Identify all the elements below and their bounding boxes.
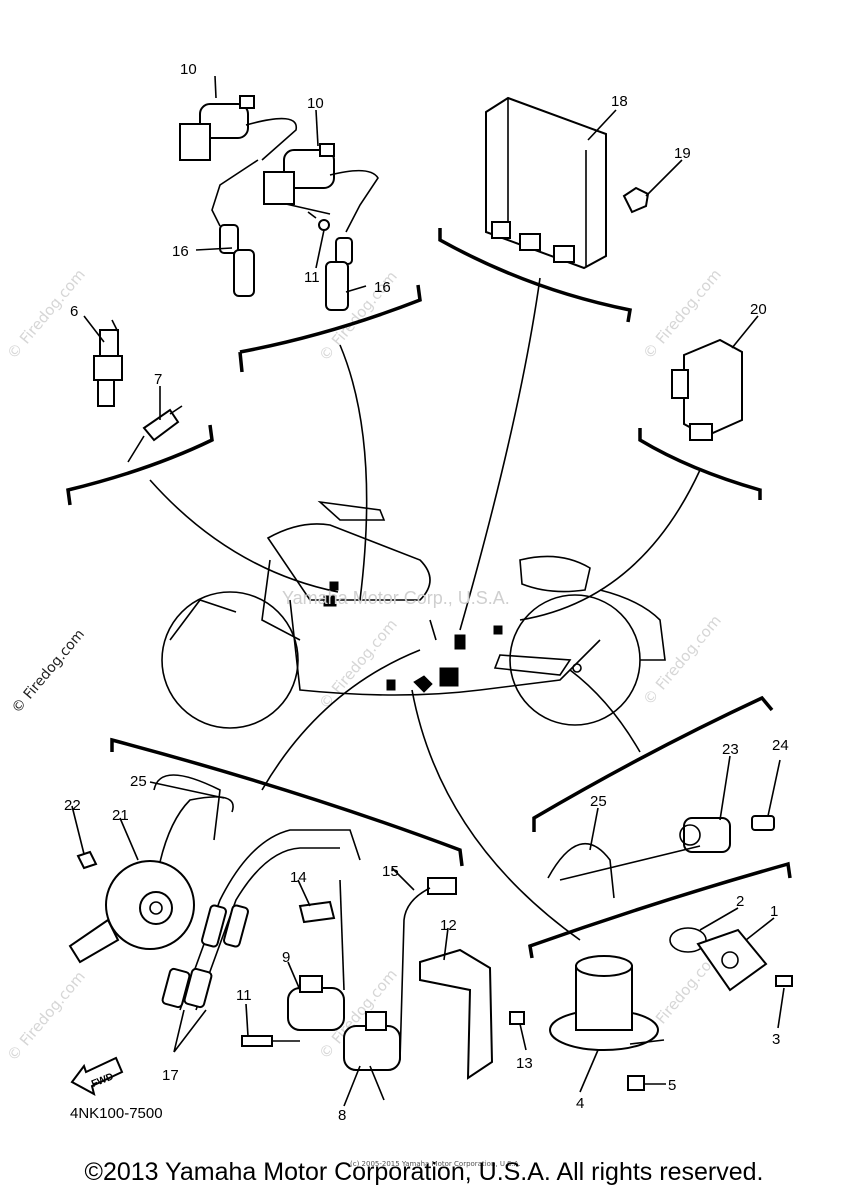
callout-14: 14 [290,869,307,886]
callout-4: 4 [576,1095,584,1112]
leader-right [569,669,641,753]
callout-17: 17 [162,1067,179,1084]
ecu-unit [485,96,607,270]
callout-leaders [71,75,785,1107]
wire-25-right [547,842,615,899]
ignition-coil-rear [179,95,297,227]
switch-6 [93,319,123,407]
bracket-sensor-right [532,695,774,832]
bracket-sensors [66,424,214,506]
sensor-7 [127,405,183,463]
leader-solenoid [411,689,581,941]
nut-19 [622,186,650,214]
callout-23: 23 [722,741,739,758]
diagram-code: 4NK100-7500 [70,1105,163,1122]
callout-19: 19 [674,145,691,162]
bolt-11-lower [241,1035,300,1047]
callout-7: 7 [154,371,162,388]
o-ring-2 [669,927,707,953]
ignition-coil-8 [343,1011,401,1101]
callout-9: 9 [282,949,290,966]
bracket-ecu [438,228,633,323]
motorcycle-outline [161,500,666,729]
callout-10b: 10 [307,95,324,112]
cover-1 [696,928,768,992]
callout-24: 24 [772,737,789,754]
copyright-footer: ©2013 Yamaha Motor Corporation, U.S.A. A… [84,1158,764,1186]
sensor-23 [559,817,731,881]
callout-12: 12 [440,917,457,934]
callout-18: 18 [611,93,628,110]
bolt-11-top [307,211,330,231]
callout-21: 21 [112,807,129,824]
bolt-13 [509,1011,525,1025]
bracket-lower-left [110,737,464,867]
bolt-24 [751,815,775,831]
ignition-coil-front [263,143,379,233]
bolt-5 [627,1075,645,1091]
callout-11a: 11 [304,269,320,286]
callout-25a: 25 [130,773,147,790]
leader-sensors [149,479,339,593]
callout-20: 20 [750,301,767,318]
fwd-arrow-icon: FWD [70,1056,124,1096]
callout-5: 5 [668,1077,676,1094]
callout-8: 8 [338,1107,346,1124]
bracket-relay [638,428,762,500]
plate-12 [419,948,494,1080]
horn-21 [68,796,234,964]
callout-1: 1 [770,903,778,920]
spark-plug-leads-17 [161,829,361,1011]
callout-10a: 10 [180,61,197,78]
watermark-6: © Firedog.com [3,968,88,1065]
screw-3 [775,975,793,987]
bolt-22 [76,850,98,870]
callout-15: 15 [382,863,399,880]
callout-16a: 16 [172,243,189,260]
leader-relay [519,469,701,621]
callout-6: 6 [70,303,78,320]
callout-22: 22 [64,797,81,814]
spark-plug-cap-right [325,237,353,311]
fine-print: (c) 2005-2015 Yamaha Motor Corporation, … [350,1160,521,1168]
center-watermark: Yamaha Motor Corp., U.S.A. [282,588,510,608]
callout-25b: 25 [590,793,607,810]
bracket-ignition-coils [238,284,422,373]
ignition-coil-9 [287,879,345,1031]
callout-16b: 16 [374,279,391,296]
bracket-14 [298,900,336,924]
relay-20 [671,338,743,441]
bracket-solenoid [528,861,792,959]
callout-3: 3 [772,1031,780,1048]
spark-plug-cap-left [219,224,255,297]
wire-15 [399,877,457,1061]
leader-coils [339,344,368,601]
callout-13: 13 [516,1055,533,1072]
solenoid-4 [549,955,665,1051]
leader-ecu [459,277,541,631]
leader-lower [261,649,421,791]
callout-11b: 11 [236,987,252,1004]
watermark-left: © Firedog.com [9,627,88,717]
callout-2: 2 [736,893,744,910]
